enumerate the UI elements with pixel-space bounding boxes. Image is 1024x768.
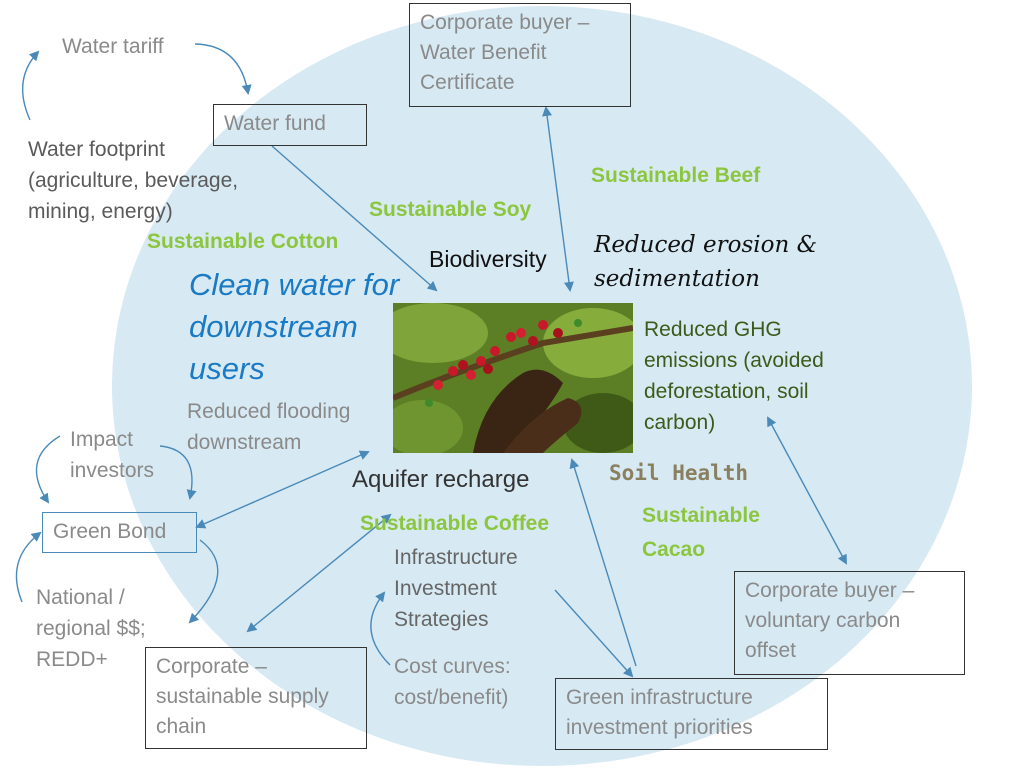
arrow-tariff-loop [21, 50, 40, 121]
arrow-national-loop [15, 531, 42, 603]
label-national-regional: National / regional $$; REDD+ [36, 586, 146, 671]
arrow-supply-center [246, 513, 392, 633]
label-sustainable-cacao: Sustainable Cacao [642, 504, 760, 561]
arrow-cost-loop [370, 591, 391, 666]
label-cost-curves: Cost curves: cost/benefit) [394, 655, 511, 709]
label-impact-investors: Impact investors [70, 428, 155, 482]
label-biodiversity: Biodiversity [429, 246, 547, 272]
label-reduced-ghg: Reduced GHG emissions (avoided deforesta… [644, 318, 824, 434]
box-corporate-buyer-wbc: Corporate buyer – Water Benefit Certific… [409, 3, 631, 107]
label-soil-health: Soil Health [609, 461, 749, 485]
box-corporate-supply-chain: Corporate – sustainable supply chain [145, 647, 367, 749]
arrow-investors-to-bond [159, 445, 197, 500]
label-sustainable-soy: Sustainable Soy [369, 198, 532, 221]
arrow-green-center [569, 458, 637, 667]
label-aquifer-recharge: Aquifer recharge [352, 466, 530, 493]
box-corporate-carbon-offset: Corporate buyer – voluntary carbon offse… [734, 571, 965, 675]
box-green-bond: Green Bond [42, 512, 197, 553]
label-infrastructure-strategies: Infrastructure Investment Strategies [394, 546, 518, 631]
label-water-tariff: Water tariff [62, 35, 164, 58]
arrow-ghg-carbon [767, 416, 847, 565]
arrow-tariff-to-fund [194, 43, 252, 95]
label-reduced-erosion: Reduced erosion & sedimentation [594, 232, 818, 292]
arrow-fund-to-center [271, 145, 438, 292]
label-sustainable-cotton: Sustainable Cotton [147, 230, 339, 253]
coffee-harvest-photo [393, 303, 633, 453]
arrow-strategy-to-green [554, 589, 634, 678]
label-sustainable-coffee: Sustainable Coffee [360, 512, 550, 535]
label-water-footprint: Water footprint (agriculture, beverage, … [28, 138, 239, 223]
box-water-fund: Water fund [213, 104, 367, 146]
arrow-wbc-center [542, 106, 574, 292]
label-clean-water: Clean water for downstream users [189, 267, 400, 386]
arrow-bond-center [195, 450, 370, 529]
arrow-investors-loop [35, 435, 61, 504]
arrow-bond-loop [188, 539, 219, 624]
label-sustainable-beef: Sustainable Beef [591, 164, 761, 187]
box-green-infrastructure: Green infrastructure investment prioriti… [555, 678, 828, 750]
label-reduced-flooding: Reduced flooding downstream [187, 400, 351, 454]
